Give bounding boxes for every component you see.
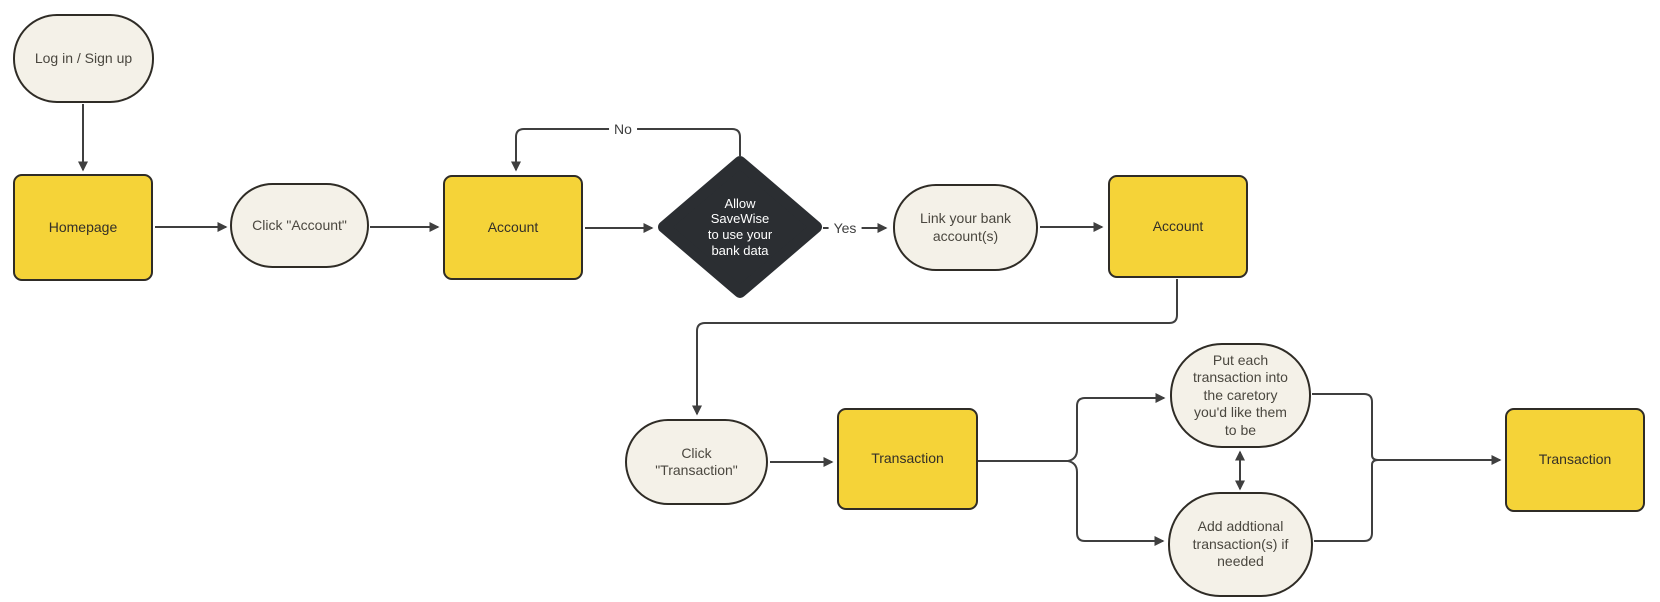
node-click-transaction: Click "Transaction" xyxy=(625,419,768,505)
edge-transaction1-branch-bottom xyxy=(1067,460,1165,546)
node-account-2: Account xyxy=(1108,175,1248,278)
node-click-account: Click "Account" xyxy=(230,183,369,268)
node-homepage: Homepage xyxy=(13,174,153,281)
node-link-bank-accounts: Link your bank account(s) xyxy=(893,184,1038,271)
node-add-additional-transactions: Add addtional transaction(s) if needed xyxy=(1168,492,1313,597)
node-login-signup: Log in / Sign up xyxy=(13,14,154,103)
edge-transaction1-branch-top xyxy=(978,393,1166,462)
node-allow-bank-decision: Allow SaveWise to use your bank data xyxy=(658,156,822,298)
edge-addmore-to-merge xyxy=(1314,459,1379,542)
edge-label-no: No xyxy=(609,121,637,137)
edge-account2-to-click-transaction xyxy=(692,279,1178,416)
node-account-1: Account xyxy=(443,175,583,280)
decision-label: Allow SaveWise to use your bank data xyxy=(707,195,773,258)
edge-categorize-to-merge xyxy=(1312,393,1379,461)
node-categorize-transactions: Put each transaction into the caretory y… xyxy=(1170,343,1311,448)
decision-diamond-shape xyxy=(658,156,822,298)
edge-label-yes: Yes xyxy=(828,220,862,236)
node-transaction-2: Transaction xyxy=(1505,408,1645,512)
node-transaction-1: Transaction xyxy=(837,408,978,510)
